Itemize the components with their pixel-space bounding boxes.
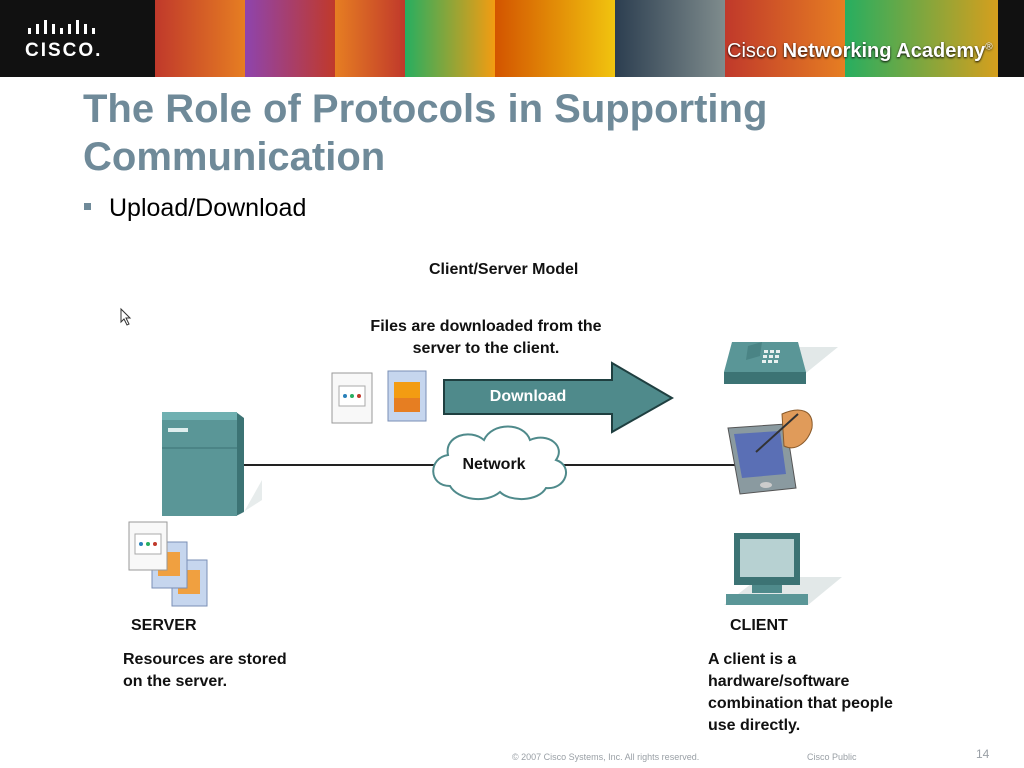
client-desc-line2: hardware/software [708,673,850,690]
server-tower-icon [162,412,262,516]
client-desc-line1: A client is a [708,651,797,668]
cisco-logo-bars-icon [28,20,95,34]
download-arrow-label: Download [489,388,567,405]
download-caption-line1: Files are downloaded from the [370,318,602,335]
desktop-computer-icon [724,533,842,605]
server-desc-line1: Resources are stored [123,651,287,668]
download-arrow-icon [443,361,675,434]
pda-icon [727,409,813,495]
registered-mark: ® [985,41,993,53]
footer-copyright: © 2007 Cisco Systems, Inc. All rights re… [512,752,700,762]
download-files-icon [331,370,427,424]
academy-brand: Cisco Networking Academy® [727,40,993,63]
academy-name: Networking Academy [782,40,986,62]
cisco-logo-text: CISCO. [25,40,103,61]
network-label: Network [462,456,526,473]
academy-prefix: Cisco [727,40,783,62]
bullet-text: Upload/Download [109,194,307,222]
network-cloud-icon [432,425,567,501]
banner-photo-strip [0,0,1024,77]
download-caption-line2: server to the client. [412,340,560,357]
footer-classification: Cisco Public [807,752,857,762]
diagram-heading: Client/Server Model [429,261,579,278]
client-description: A client is a hardware/software combinat… [708,649,893,737]
server-files-icon [128,521,208,607]
client-desc-line4: use directly. [708,717,801,734]
client-label: CLIENT [730,617,788,634]
slide-title: The Role of Protocols in Supporting Comm… [83,87,768,179]
server-desc-line2: on the server. [123,673,228,690]
bullet-square-icon [84,203,91,210]
mouse-cursor-icon [120,307,132,326]
ip-phone-icon [724,342,838,384]
bullet-item: Upload/Download [84,194,306,223]
download-caption: Files are downloaded from the server to … [361,318,611,358]
server-description: Resources are stored on the server. [123,649,287,693]
page-number: 14 [976,747,990,761]
client-desc-line3: combination that people [708,695,893,712]
server-label: SERVER [131,617,197,634]
header-banner: CISCO. Cisco Networking Academy® [0,0,1024,77]
